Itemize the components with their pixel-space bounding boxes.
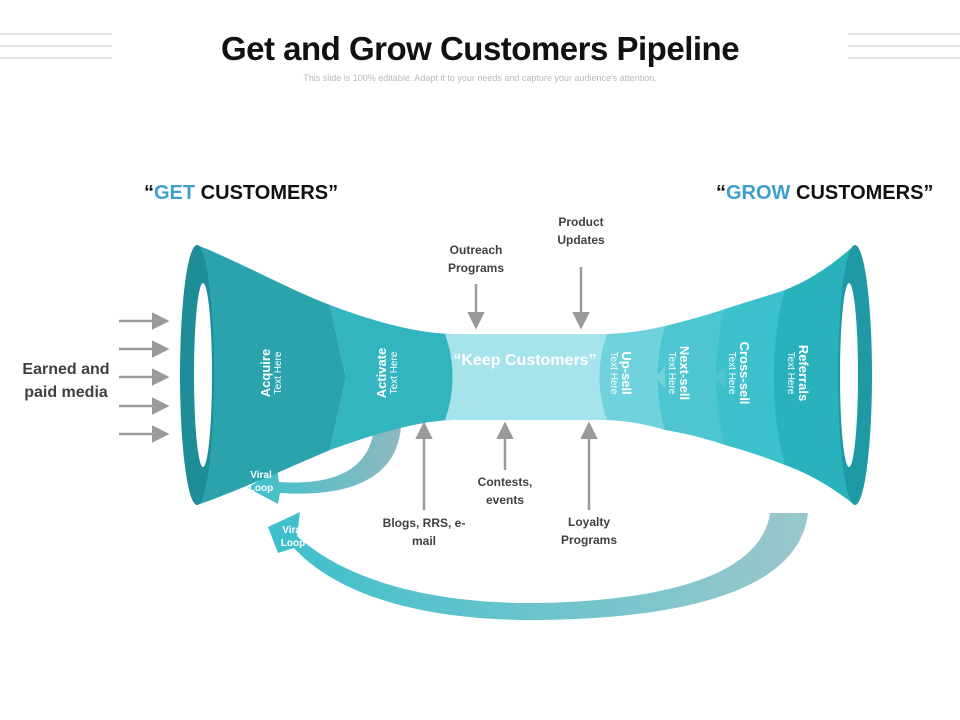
product-updates-label: Product Updates — [557, 215, 605, 247]
segment-crosssell-shape — [716, 290, 785, 465]
page-title: Get and Grow Customers Pipeline — [220, 30, 740, 67]
blogs-label: Blogs, RRS, e-mail — [382, 516, 466, 548]
page-subtitle: This slide is 100% editable. Adapt it to… — [303, 73, 657, 83]
contests-label: Contests, events — [477, 475, 533, 507]
viral-loop-label-2: Viral Loop — [280, 525, 306, 549]
viral-loop-arrow-small — [248, 426, 401, 504]
earned-media-label: Earned and paid media — [22, 361, 110, 401]
segment-acquire-shape — [197, 245, 330, 505]
segment-upsell-shape — [599, 326, 665, 430]
segment-keep-shape — [445, 334, 607, 420]
header-decoration-right — [848, 33, 960, 59]
grow-highlight: GROW — [726, 182, 791, 204]
header-decoration-left — [0, 33, 112, 59]
get-highlight: GET — [154, 182, 196, 204]
segment-activate-shape — [330, 305, 452, 450]
earned-media-arrows — [119, 312, 170, 443]
grow-customers-header: “GROW CUSTOMERS” — [716, 182, 934, 204]
segment-referrals-shape — [773, 245, 855, 505]
segment-nextsell-shape — [657, 309, 725, 445]
get-customers-header: “GET CUSTOMERS” — [144, 182, 339, 204]
outreach-label: Outreach Programs — [447, 243, 505, 275]
viral-loop-arrow-large — [268, 512, 808, 621]
keep-customers-label: “Keep Customers” — [453, 352, 597, 369]
loyalty-label: Loyalty Programs — [560, 515, 618, 547]
viral-loop-label-1: Viral Loop — [248, 470, 274, 494]
